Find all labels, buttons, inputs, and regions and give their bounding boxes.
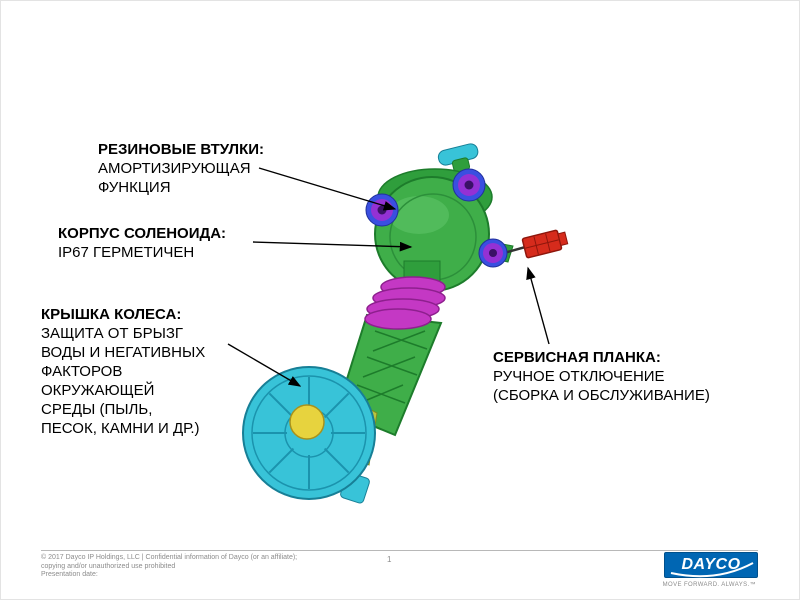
body-highlight xyxy=(389,196,449,234)
top-connector-icon xyxy=(437,143,479,173)
callout-arrow-wheel-cover xyxy=(227,343,302,387)
footer-divider xyxy=(41,550,758,551)
footer-copyright: © 2017 Dayco IP Holdings, LLC | Confiden… xyxy=(41,554,298,578)
callout-wheel-cover: КРЫШКА КОЛЕСА: ЗАЩИТА ОТ БРЫЗГ ВОДЫ И НЕ… xyxy=(41,305,205,438)
callout-body: ЗАЩИТА ОТ БРЫЗГ ВОДЫ И НЕГАТИВНЫХ ФАКТОР… xyxy=(41,325,206,437)
callout-solenoid-housing: КОРПУС СОЛЕНОИДА: IP67 ГЕРМЕТИЧЕН xyxy=(58,224,226,262)
callout-arrow-service-pin xyxy=(526,266,550,345)
callout-arrow-solenoid xyxy=(252,241,413,252)
wheel-hub xyxy=(289,404,325,440)
callout-title: КОРПУС СОЛЕНОИДА: xyxy=(58,225,227,242)
logo-swoosh-icon xyxy=(670,562,754,578)
callout-body: РУЧНОЕ ОТКЛЮЧЕНИЕ (СБОРКА И ОБСЛУЖИВАНИЕ… xyxy=(493,368,710,404)
callout-arrows xyxy=(227,167,550,387)
service-pin xyxy=(521,229,569,259)
callout-body: АМОРТИЗИРУЮЩАЯ ФУНКЦИЯ xyxy=(98,160,251,196)
callout-title: РЕЗИНОВЫЕ ВТУЛКИ: xyxy=(98,141,265,158)
callout-rubber-bushings: РЕЗИНОВЫЕ ВТУЛКИ: АМОРТИЗИРУЮЩАЯ ФУНКЦИЯ xyxy=(98,140,264,197)
callout-title: СЕРВИСНАЯ ПЛАНКА: xyxy=(493,349,661,366)
callout-title: КРЫШКА КОЛЕСА: xyxy=(41,306,182,323)
rubber-bushing-2 xyxy=(452,168,486,202)
callout-arrow-bushings xyxy=(258,167,397,211)
dayco-logo: DAYCO xyxy=(664,552,758,578)
bellows xyxy=(364,276,446,330)
callout-body: IP67 ГЕРМЕТИЧЕН xyxy=(58,244,195,261)
logo-tagline: MOVE FORWARD. ALWAYS.™ xyxy=(662,582,756,588)
page-number: 1 xyxy=(387,555,392,564)
rubber-bushing-1 xyxy=(365,193,399,227)
rubber-bushing-3 xyxy=(478,238,508,268)
callout-service-pin: СЕРВИСНАЯ ПЛАНКА: РУЧНОЕ ОТКЛЮЧЕНИЕ (СБО… xyxy=(493,348,710,405)
logo-text: DAYCO xyxy=(681,556,741,573)
